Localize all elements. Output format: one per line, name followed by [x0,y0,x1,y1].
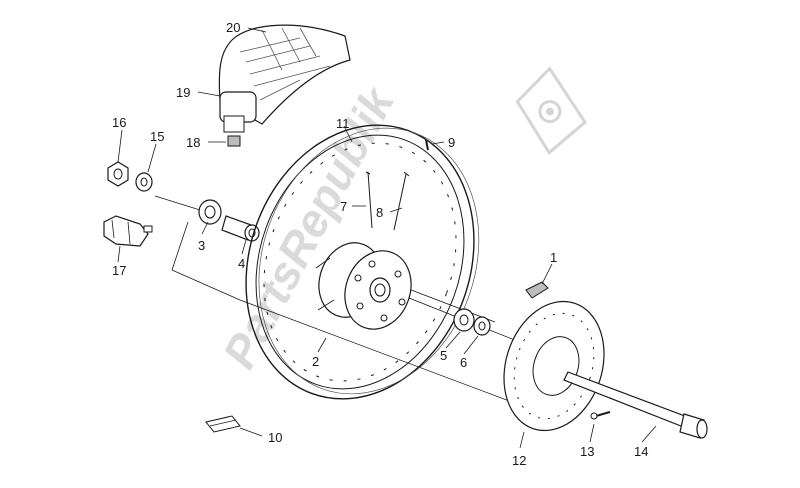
callout-15: 15 [150,129,164,144]
bearing-right [453,308,475,332]
callout-8: 8 [376,205,383,220]
callout-12: 12 [512,453,526,468]
callout-19: 19 [176,85,190,100]
watermark-gear-icon [515,66,588,155]
brake-disc [503,300,605,432]
spokes [365,171,410,231]
callout-2: 2 [312,354,319,369]
speedometer-drive [103,215,153,247]
callout-20: 20 [226,20,240,35]
callout-labels: 20 19 18 16 15 3 4 17 11 9 7 8 2 5 6 1 1… [112,20,648,468]
callout-16: 16 [112,115,126,130]
disc-screw [590,411,611,420]
spoke-nipple [425,139,429,151]
wheel-axle [563,371,708,439]
callout-3: 3 [198,238,205,253]
callout-1: 1 [550,250,557,265]
spacer [221,215,260,242]
bearing-left [198,199,222,225]
callout-10: 10 [268,430,282,445]
wheel-hub [315,242,412,330]
callout-6: 6 [460,355,467,370]
callout-11: 11 [336,116,350,131]
callout-9: 9 [448,135,455,150]
leader-lines [117,27,657,449]
callout-5: 5 [440,348,447,363]
callout-18: 18 [186,135,200,150]
oil-seal [473,316,491,336]
washer [135,172,153,192]
callout-4: 4 [238,256,245,271]
callout-14: 14 [634,444,648,459]
inner-tube-valve [219,91,257,147]
wheel-rim [245,124,480,400]
axle-nut [107,161,129,187]
rim-tape [205,415,241,433]
callout-13: 13 [580,444,594,459]
lock-tab [525,281,549,299]
callout-17: 17 [112,263,126,278]
callout-7: 7 [340,199,347,214]
